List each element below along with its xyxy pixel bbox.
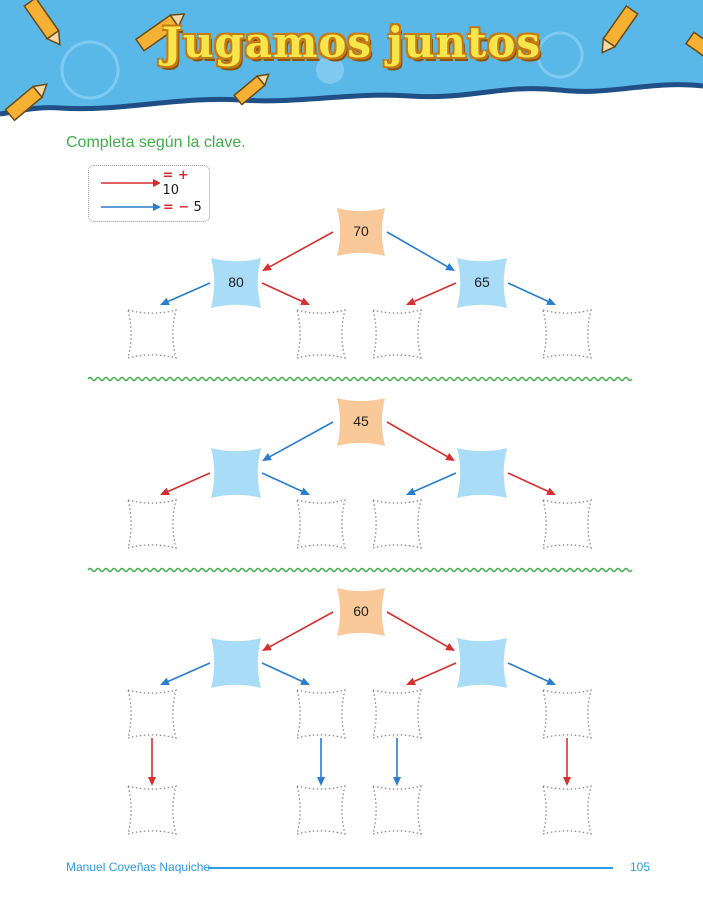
pencil-icon bbox=[233, 73, 270, 106]
tree-1-child-value-2: 65 bbox=[474, 274, 490, 290]
tree-3-answer-box-1[interactable] bbox=[127, 689, 177, 739]
tree-3-child-node-2 bbox=[457, 638, 507, 688]
tree-2-arrow-g1-head bbox=[160, 487, 170, 496]
tree-2-arrow-g2 bbox=[261, 472, 303, 492]
tree-2-arrow-g1 bbox=[167, 472, 211, 493]
tree-3-bottom-box-3[interactable] bbox=[372, 785, 422, 835]
tree-3-bottom-box-1[interactable] bbox=[127, 785, 177, 835]
divider-wave-1 bbox=[87, 376, 633, 382]
tree-1-child-node-1 bbox=[211, 258, 261, 308]
page-title: Jugamos juntos bbox=[161, 18, 542, 67]
tree-2-answer-box-1[interactable] bbox=[127, 499, 177, 549]
footer-divider bbox=[208, 867, 613, 869]
tree-1-child-node-2 bbox=[457, 258, 507, 308]
key-row-blue: = − 5 bbox=[101, 198, 202, 216]
tree-1-arrow-g2-head bbox=[300, 297, 310, 305]
key-red-value: 10 bbox=[162, 183, 179, 198]
key-blue-value: 5 bbox=[193, 199, 202, 215]
tree-2-answer-box-3[interactable] bbox=[372, 499, 422, 549]
tree-1-answer-box-1[interactable] bbox=[127, 309, 177, 359]
pencil-icon bbox=[4, 83, 48, 122]
tree-3-child-node-1 bbox=[211, 638, 261, 688]
header-banner: Jugamos juntos bbox=[0, 0, 703, 125]
tree-3-arrow-g1 bbox=[167, 662, 211, 683]
tree-3-arrow-right-head bbox=[445, 643, 455, 651]
tree-1-arrow-right-head bbox=[445, 263, 455, 271]
tree-3-arrow-down-4-head bbox=[563, 777, 571, 786]
tree-1-arrow-g1 bbox=[167, 282, 211, 303]
tree-3-arrow-g2 bbox=[261, 662, 303, 682]
divider-wave-2 bbox=[87, 567, 633, 573]
tree-3-arrow-left bbox=[269, 611, 334, 648]
tree-3-arrow-g3-head bbox=[406, 677, 416, 686]
tree-1-child-value-1: 80 bbox=[228, 274, 244, 290]
arrow-key-legend: = + 10 = − 5 bbox=[88, 165, 210, 222]
pencil-icon bbox=[23, 0, 61, 46]
tree-1-arrow-g1-head bbox=[160, 297, 170, 306]
tree-2-arrow-left bbox=[269, 421, 334, 458]
footer-author: Manuel Coveñas Naquiche bbox=[66, 860, 211, 874]
tree-2-child-node-2 bbox=[457, 448, 507, 498]
tree-2-arrow-g2-head bbox=[300, 487, 310, 495]
tree-1-arrow-left-head bbox=[262, 263, 272, 271]
tree-2-arrow-left-head bbox=[262, 453, 272, 461]
tree-1-answer-box-3[interactable] bbox=[372, 309, 422, 359]
tree-1-arrow-g4-head bbox=[546, 297, 556, 305]
tree-1-arrow-g3 bbox=[413, 282, 457, 303]
tree-2-arrow-g4 bbox=[507, 472, 549, 492]
tree-2-arrow-g4-head bbox=[546, 487, 556, 495]
instruction-text: Completa según la clave. bbox=[66, 134, 246, 151]
tree-2-answer-box-2[interactable] bbox=[296, 499, 346, 549]
tree-3-arrow-g4 bbox=[507, 662, 549, 682]
tree-2-arrow-g3-head bbox=[406, 487, 416, 496]
tree-1-arrow-g3-head bbox=[406, 297, 416, 306]
blue-arrow-icon bbox=[101, 203, 161, 211]
tree-3-arrow-down-3-head bbox=[393, 777, 401, 786]
tree-3-arrow-down-1-head bbox=[148, 777, 156, 786]
tree-2-arrow-right-head bbox=[445, 453, 455, 461]
key-row-red: = + 10 bbox=[101, 168, 209, 198]
tree-2-child-node-1 bbox=[211, 448, 261, 498]
tree-3-arrow-g4-head bbox=[546, 677, 556, 685]
tree-3-arrow-down-2-head bbox=[317, 777, 325, 786]
page-number: 105 bbox=[630, 860, 651, 874]
tree-1-root-value: 70 bbox=[353, 223, 369, 239]
pencil-icon bbox=[684, 31, 703, 62]
pencil-icon bbox=[134, 13, 186, 52]
tree-2-arrow-right bbox=[386, 421, 448, 458]
tree-2-root-value: 45 bbox=[353, 413, 369, 429]
tree-3-answer-box-3[interactable] bbox=[372, 689, 422, 739]
tree-2-root-node bbox=[337, 398, 385, 446]
tree-1-arrow-left bbox=[269, 231, 334, 268]
red-arrow-icon bbox=[101, 179, 161, 187]
number-trees bbox=[87, 208, 633, 835]
tree-2-arrow-g3 bbox=[413, 472, 457, 493]
tree-3-arrow-g2-head bbox=[300, 677, 310, 685]
tree-3-arrow-g3 bbox=[413, 662, 457, 683]
tree-3-answer-box-2[interactable] bbox=[296, 689, 346, 739]
tree-3-answer-box-4[interactable] bbox=[542, 689, 592, 739]
key-blue-op: = − bbox=[163, 199, 190, 215]
tree-1-arrow-g4 bbox=[507, 282, 549, 302]
tree-3-root-value: 60 bbox=[353, 603, 369, 619]
tree-3-arrow-right bbox=[386, 611, 448, 648]
tree-1-arrow-right bbox=[386, 231, 448, 268]
tree-3-arrow-left-head bbox=[262, 643, 272, 651]
tree-3-root-node bbox=[337, 588, 385, 636]
tree-3-bottom-box-4[interactable] bbox=[542, 785, 592, 835]
tree-1-arrow-g2 bbox=[261, 282, 303, 302]
tree-1-answer-box-4[interactable] bbox=[542, 309, 592, 359]
tree-3-bottom-box-2[interactable] bbox=[296, 785, 346, 835]
tree-3-arrow-g1-head bbox=[160, 677, 170, 686]
tree-2-answer-box-4[interactable] bbox=[542, 499, 592, 549]
key-red-op: = + bbox=[162, 168, 189, 183]
tree-1-answer-box-2[interactable] bbox=[296, 309, 346, 359]
pencil-icon bbox=[601, 4, 639, 54]
tree-1-root-node bbox=[337, 208, 385, 256]
banner-background bbox=[0, 0, 703, 122]
